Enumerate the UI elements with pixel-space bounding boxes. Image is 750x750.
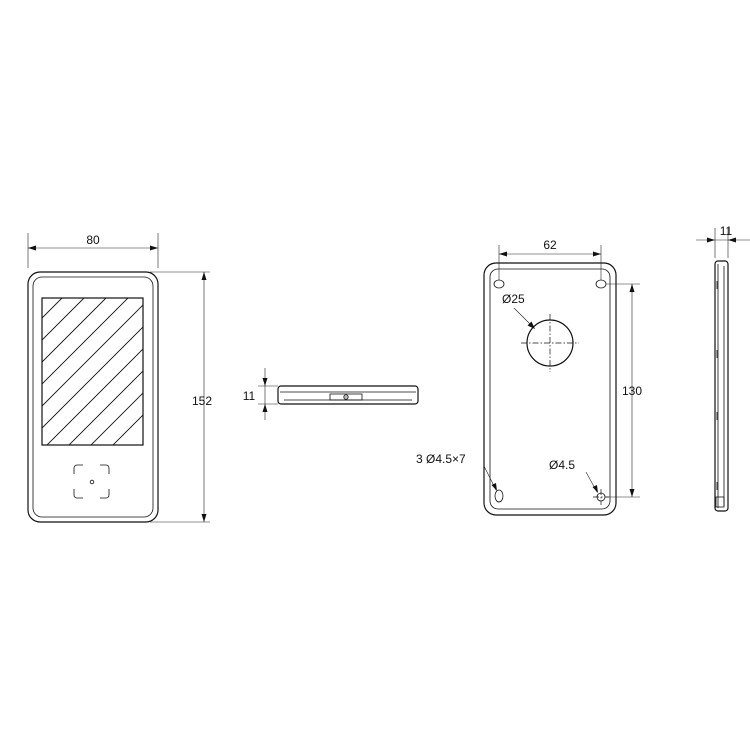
back-view: Ø25 3 Ø4.5×7 Ø4.5 62 bbox=[416, 238, 642, 516]
side-connector bbox=[329, 393, 363, 401]
side-body bbox=[277, 385, 419, 405]
mount-slot-bottom-left bbox=[494, 489, 504, 503]
callout-mount-hole: Ø4.5 bbox=[549, 458, 598, 493]
right-side-body bbox=[714, 260, 729, 512]
callout-center-hole: Ø25 bbox=[502, 292, 535, 329]
front-view: 80 152 bbox=[27, 233, 212, 523]
right-side-view: 11 bbox=[696, 224, 750, 512]
mount-slot-top-right bbox=[595, 279, 607, 289]
callout-center-hole-label: Ø25 bbox=[502, 292, 525, 306]
back-outer-body bbox=[483, 262, 617, 516]
dim-side-thickness: 11 bbox=[243, 368, 278, 420]
back-inner-rim bbox=[489, 268, 611, 510]
scan-target-icon bbox=[73, 464, 110, 499]
front-inner-bezel bbox=[32, 276, 154, 518]
front-outer-body bbox=[27, 271, 159, 523]
dim-vertical-spacing: 130 bbox=[606, 283, 642, 498]
dim-front-width-label: 80 bbox=[86, 233, 100, 247]
dim-front-height: 152 bbox=[150, 271, 212, 523]
dim-hole-spacing-label: 62 bbox=[543, 238, 557, 252]
dim-side-thickness-label: 11 bbox=[243, 389, 256, 403]
mount-slot-top-left bbox=[493, 279, 505, 289]
callout-mount-slots-label: 3 Ø4.5×7 bbox=[416, 452, 466, 466]
screen-hatching bbox=[42, 298, 143, 445]
callout-mount-hole-label: Ø4.5 bbox=[549, 458, 575, 472]
dim-vertical-spacing-label: 130 bbox=[622, 384, 642, 398]
dim-right-thickness: 11 bbox=[696, 224, 750, 258]
dim-right-thickness-label: 11 bbox=[720, 224, 733, 238]
dim-hole-spacing: 62 bbox=[498, 238, 602, 280]
dim-front-width: 80 bbox=[27, 233, 159, 268]
callout-mount-slots: 3 Ø4.5×7 bbox=[416, 452, 497, 491]
dim-front-height-label: 152 bbox=[192, 394, 212, 408]
side-screw-icon bbox=[343, 394, 349, 400]
side-view: 11 bbox=[243, 368, 419, 420]
